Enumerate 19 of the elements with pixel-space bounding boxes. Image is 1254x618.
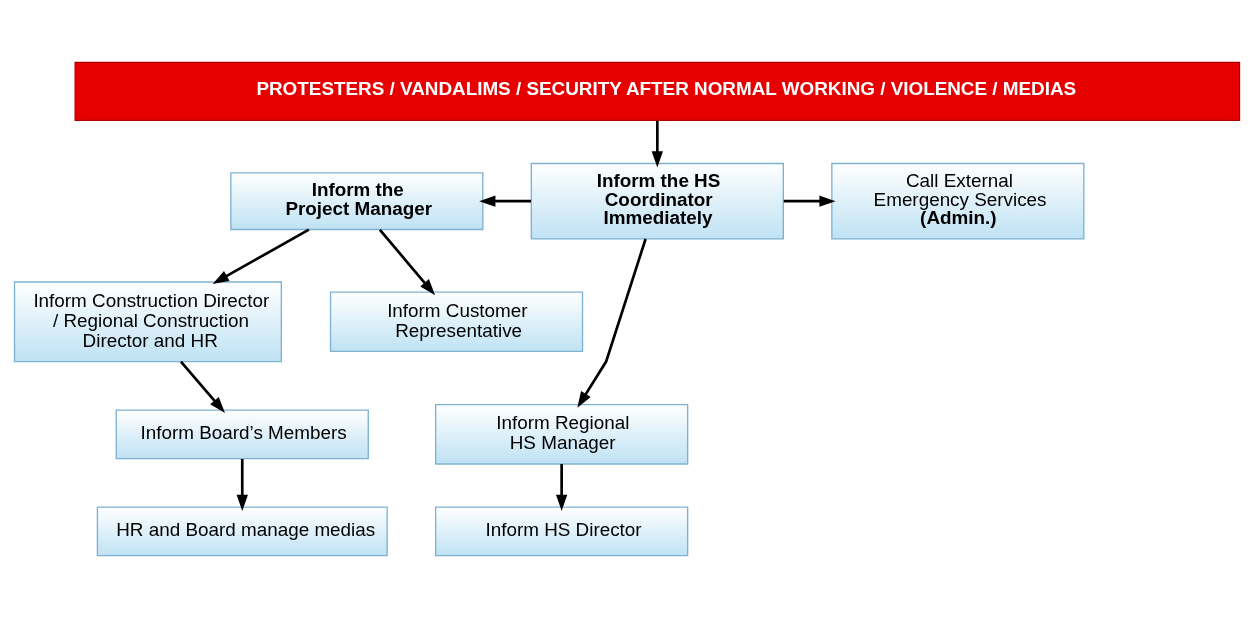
- node-box: HR and Board manage medias: [96, 506, 388, 557]
- node-box: Inform the Project Manager: [230, 172, 484, 231]
- arrow: [783, 195, 836, 207]
- arrow: [236, 459, 248, 512]
- arrow: [651, 120, 663, 168]
- arrow: [479, 195, 531, 207]
- arrow: [555, 463, 568, 511]
- node-box: Inform Regional HS Manager: [434, 404, 689, 465]
- arrow: [179, 360, 225, 413]
- arrow: [378, 229, 436, 296]
- node-box: Inform Customer Representative: [329, 291, 584, 353]
- node-box: Call External Emergency Services (Admin.): [831, 162, 1085, 240]
- arrow: [577, 238, 647, 408]
- arrow: [212, 228, 310, 284]
- node-box: Inform Construction Director / Regional Construction Director and HR: [13, 281, 282, 363]
- node-box: Inform the HS Coordinator Immediately: [530, 162, 784, 240]
- node-box: PROTESTERS / VANDALIMS / SECURITY AFTER NORMAL WORKING / VIOLENCE / MEDIAS: [74, 61, 1241, 121]
- node-box: Inform HS Director: [434, 506, 689, 557]
- node-box: Inform Board’s Members: [115, 409, 369, 460]
